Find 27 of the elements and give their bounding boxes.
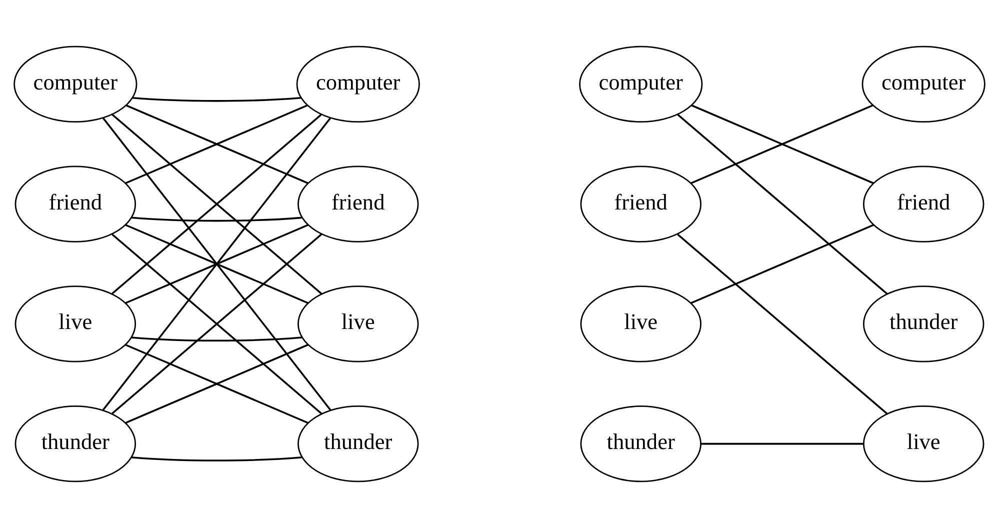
node-ellipse: thunder	[862, 286, 984, 362]
connector	[690, 224, 874, 304]
connector	[132, 97, 301, 102]
connector	[131, 456, 302, 462]
node-ellipse: live	[580, 286, 702, 362]
node-ellipse: live	[298, 286, 419, 362]
connector	[131, 216, 302, 222]
node-ellipse: live	[862, 405, 984, 482]
connector	[125, 224, 308, 304]
node-ellipse: friend	[14, 166, 136, 242]
node-ellipse: computer	[579, 46, 703, 123]
node-ellipse: computer	[14, 46, 138, 123]
node-ellipse: computer	[296, 46, 420, 123]
node-ellipse: thunder	[14, 405, 136, 482]
node-ellipse: friend	[862, 166, 984, 242]
node-ellipse: thunder	[580, 405, 702, 482]
connector	[125, 344, 308, 424]
node-ellipse: live	[14, 286, 136, 362]
connector	[677, 234, 888, 414]
node-ellipse: computer	[862, 46, 986, 123]
connector	[131, 336, 302, 342]
connector	[112, 234, 322, 414]
node-ellipse: thunder	[298, 405, 419, 482]
node-ellipse: friend	[298, 166, 419, 242]
connector	[700, 442, 864, 445]
connector	[677, 114, 888, 294]
node-ellipse: friend	[580, 166, 702, 242]
